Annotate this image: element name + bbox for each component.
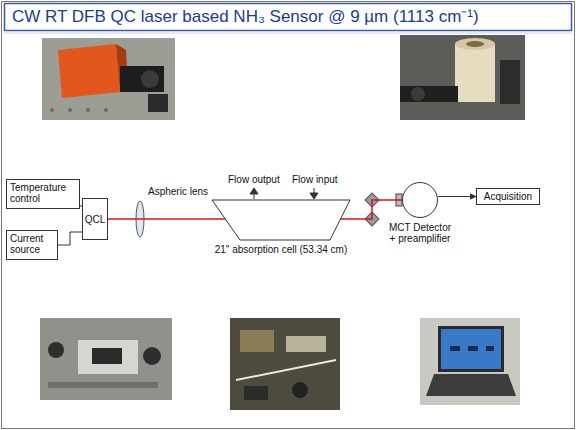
title-bar [5, 4, 572, 31]
detector-outline [403, 183, 438, 218]
photo-laser-housing-part [120, 66, 164, 92]
part-label: Flow input [292, 174, 338, 185]
photo-laser-mount-part [143, 347, 161, 365]
photo-laser-mount-part [48, 382, 158, 388]
photo-laser-mount-part [92, 348, 122, 364]
title-rule [4, 33, 572, 34]
photo-optical-bench-part [240, 330, 274, 352]
node-label: Acquisition [484, 191, 532, 202]
photo-detector-part [455, 38, 495, 50]
acquisition-box: Acquisition [476, 188, 540, 205]
node-label: 21" absorption cell (53.34 cm) [215, 244, 348, 255]
photo-laser-housing-part [58, 44, 120, 98]
photo-laptop-part [438, 326, 504, 372]
photo-detector-part [466, 41, 484, 47]
connector-line [58, 232, 82, 245]
laser-beam [108, 218, 225, 220]
part-label: Flow output [228, 174, 280, 185]
laser-box: QCL [82, 198, 108, 240]
photo-laser-housing-part [141, 70, 159, 88]
photo-laser-mount-part [78, 340, 138, 374]
photo-laser-housing-part [68, 108, 72, 112]
photo-laser-housing-part [86, 108, 90, 112]
node-label: Current source [10, 233, 54, 255]
photo-laptop-part [486, 346, 494, 351]
photo-laser-housing-part [104, 108, 108, 112]
photo-laptop-part [420, 318, 520, 405]
photo-laptop-part [426, 374, 516, 396]
flow-arrows-part [250, 188, 258, 194]
cell-outline [212, 200, 350, 240]
slide-title: CW RT DFB QC laser based NH₃ Sensor @ 9 … [12, 4, 479, 30]
flow-arrows [250, 188, 318, 199]
laser-beam [340, 200, 402, 219]
node-label: QCL [85, 214, 106, 225]
photo-laser-housing-part [50, 108, 54, 112]
control-box: Current source [6, 230, 58, 260]
absorption-cell-outline [212, 200, 350, 240]
photo-detector-part [400, 35, 525, 120]
photo-detector-part [455, 44, 495, 102]
photo-laptop-part [441, 329, 501, 369]
photo-laser-housing-part [148, 94, 168, 112]
photo-laser-housing-part [42, 38, 175, 120]
absorption-cell: 21" absorption cell (53.34 cm) [212, 200, 350, 240]
photo-detector-part [400, 86, 458, 102]
connector-line [438, 196, 476, 197]
photo-optical-bench-part [286, 336, 326, 352]
photo-laptop-part [468, 346, 478, 351]
part-label: Aspheric lens [148, 186, 208, 197]
photo-optical-bench-part [292, 382, 308, 398]
photo-laser-mount-part [48, 342, 64, 358]
node-label: Temperature control [10, 182, 76, 204]
flow-arrows-part [310, 193, 318, 199]
photo-detector-part [500, 60, 520, 104]
node-label: MCT Detector + preamplifier [385, 222, 455, 244]
photo-optical-bench-part [236, 360, 336, 380]
photo-detector [400, 35, 525, 120]
photo-laser-mount [40, 318, 172, 400]
photo-laser-housing [42, 38, 175, 120]
photo-laptop-part [450, 346, 460, 351]
photo-optical-bench [230, 318, 340, 410]
detector-circle: MCT Detector + preamplifier [402, 182, 438, 218]
photo-optical-bench-part [230, 318, 340, 410]
detector-circle-outline [402, 182, 438, 218]
photo-laptop [420, 318, 520, 405]
photo-laser-mount-part [40, 318, 172, 400]
control-box: Temperature control [6, 179, 80, 209]
photo-optical-bench-part [244, 386, 268, 400]
photo-detector-part [411, 87, 425, 101]
